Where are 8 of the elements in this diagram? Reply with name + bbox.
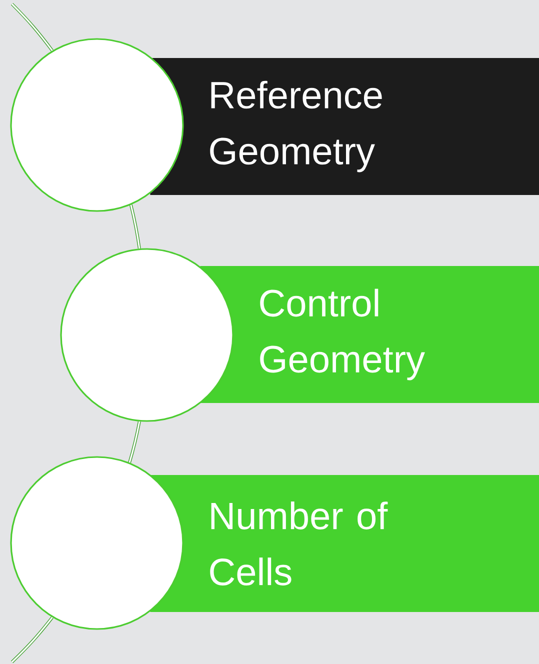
circle	[60, 248, 234, 422]
curved-line	[129, 204, 141, 249]
text-bar: Control Geometry	[200, 266, 539, 403]
curved-line	[128, 421, 141, 463]
text-bar: Number of Cells	[150, 475, 539, 612]
text-bar: Reference Geometry	[150, 58, 539, 195]
circle	[10, 456, 184, 630]
circle	[10, 38, 184, 212]
